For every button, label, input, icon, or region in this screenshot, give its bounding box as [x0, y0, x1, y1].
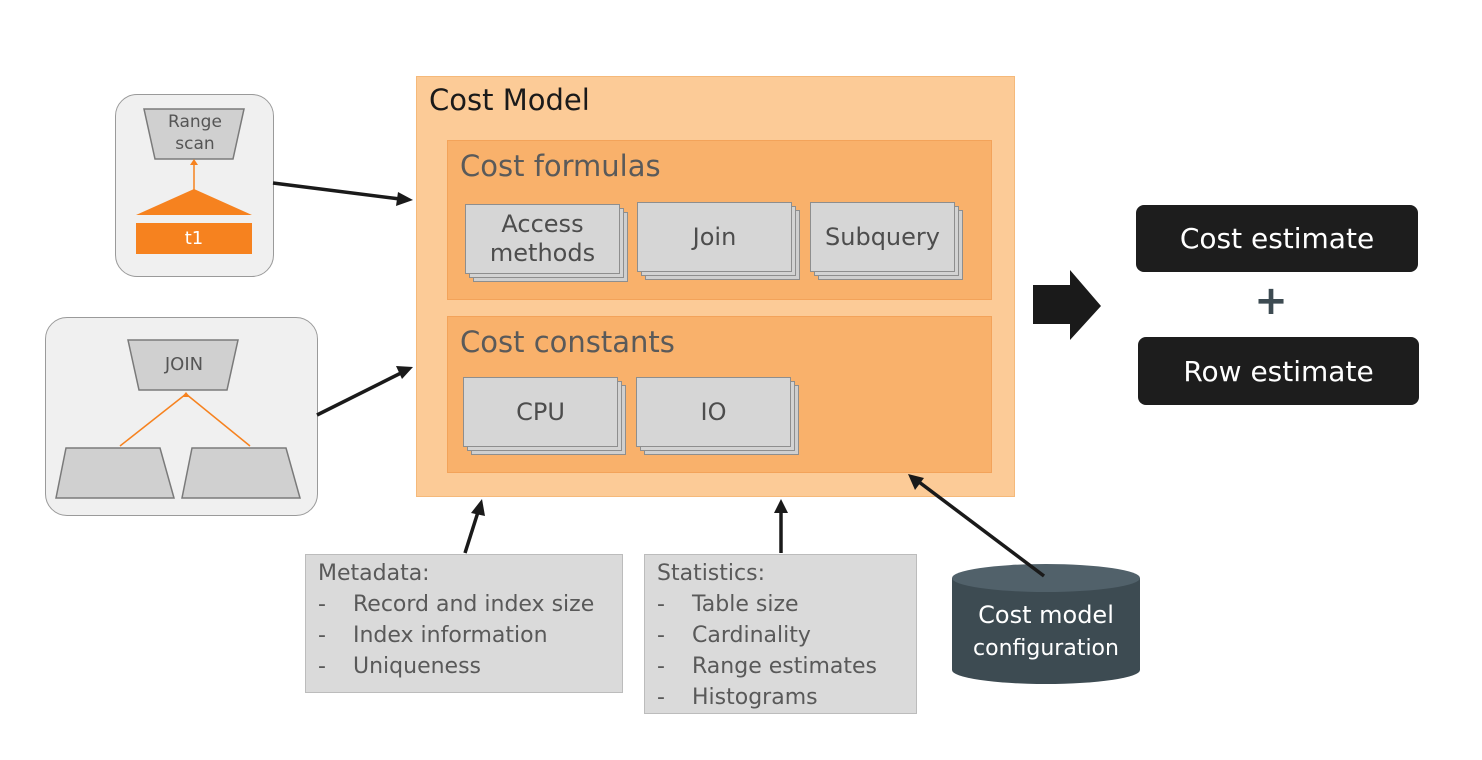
range-scan-node-shape — [143, 108, 245, 160]
formula-access-methods-card: Access methods — [465, 204, 628, 282]
statistics-item: -Cardinality — [657, 623, 811, 648]
arrow-join-to-cost-model — [316, 371, 402, 417]
join-plan-graphic — [55, 339, 301, 499]
metadata-heading: Metadata: — [318, 561, 430, 586]
statistics-item: -Table size — [657, 592, 799, 617]
cost-model-title: Cost Model — [429, 83, 590, 117]
range-scan-triangle — [136, 189, 252, 215]
cost-constants-title: Cost constants — [460, 325, 675, 359]
statistics-box: Statistics: -Table size -Cardinality -Ra… — [644, 554, 917, 714]
arrow-config-to-cost-model — [917, 480, 1046, 578]
big-output-arrow — [1033, 270, 1101, 340]
cost-constants-box: Cost constants CPU IO — [447, 316, 992, 473]
arrow-range-to-cost-model — [272, 181, 401, 201]
metadata-box: Metadata: -Record and index size -Index … — [305, 554, 623, 693]
config-db-label: Cost model configuration — [952, 598, 1140, 666]
join-label: JOIN — [164, 354, 204, 375]
cost-formulas-title: Cost formulas — [460, 149, 661, 183]
join-right-child-shape — [181, 447, 301, 499]
join-node-shape — [127, 339, 239, 391]
metadata-item: -Uniqueness — [318, 654, 482, 679]
join-edge-arrowhead — [182, 392, 190, 397]
cost-estimate-box: Cost estimate — [1136, 205, 1418, 272]
row-estimate-box: Row estimate — [1138, 337, 1419, 405]
join-right-edge — [185, 393, 251, 447]
statistics-item: -Histograms — [657, 685, 818, 710]
metadata-list: -Record and index size -Index informatio… — [318, 592, 594, 685]
arrow-range-head — [396, 192, 413, 206]
config-db-label-line2: configuration — [973, 636, 1119, 661]
table-t1-box — [136, 223, 252, 254]
formula-subquery-label: Subquery — [810, 202, 955, 272]
join-left-child-shape — [55, 447, 175, 499]
formula-subquery-card: Subquery — [810, 202, 963, 280]
range-scan-edge-arrowhead — [190, 159, 198, 165]
join-plan-panel: JOIN — [45, 317, 318, 516]
range-scan-label: Range scan — [168, 112, 222, 154]
arrow-statistics-head — [774, 499, 788, 513]
constant-cpu-label: CPU — [463, 377, 618, 447]
formula-join-label: Join — [637, 202, 792, 272]
formula-join-card: Join — [637, 202, 800, 280]
cost-model-box: Cost Model Cost formulas Access methods … — [416, 76, 1015, 497]
arrow-metadata-to-cost-model — [463, 511, 480, 554]
statistics-item: -Range estimates — [657, 654, 877, 679]
range-scan-plan-panel: Range scan t1 — [115, 94, 274, 277]
formula-access-methods-label: Access methods — [465, 204, 620, 274]
constant-io-card: IO — [636, 377, 799, 455]
arrow-config-head — [908, 474, 924, 490]
config-db-label-line1: Cost model — [978, 601, 1114, 629]
arrow-join-head — [396, 366, 413, 379]
table-t1-label: t1 — [184, 228, 204, 249]
plus-sign: + — [1254, 278, 1288, 324]
statistics-heading: Statistics: — [657, 561, 765, 586]
constant-cpu-card: CPU — [463, 377, 626, 455]
range-scan-plan-graphic — [136, 108, 252, 254]
database-icon — [952, 564, 1140, 684]
metadata-item: -Record and index size — [318, 592, 595, 617]
join-left-edge — [119, 393, 187, 447]
statistics-list: -Table size -Cardinality -Range estimate… — [657, 592, 877, 716]
cost-formulas-box: Cost formulas Access methods Join Subque… — [447, 140, 992, 300]
arrow-metadata-head — [471, 499, 485, 516]
metadata-item: -Index information — [318, 623, 548, 648]
constant-io-label: IO — [636, 377, 791, 447]
